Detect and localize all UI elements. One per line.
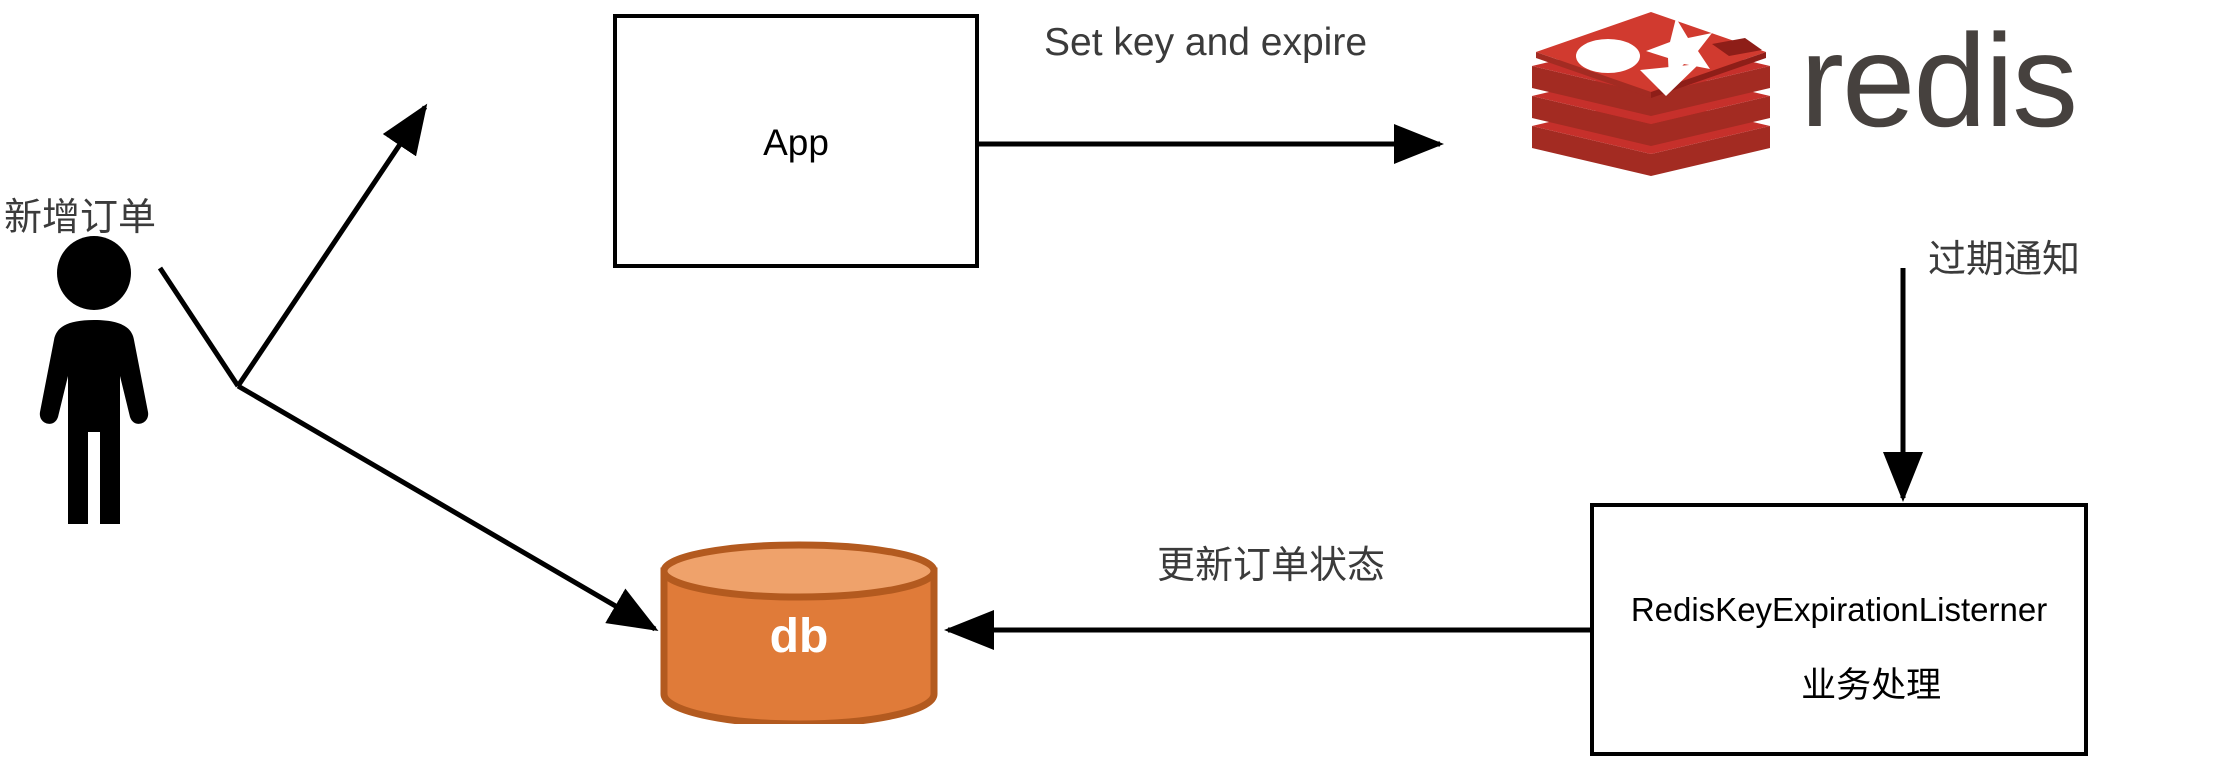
node-app-box[interactable] [613,14,979,268]
redis-wordmark-text: redis [1800,22,2076,152]
edge-label-set-key-and-expire: Set key and expire [1044,21,1368,64]
actor-label-new-order: 新增订单 [4,197,157,239]
actor-figure [30,236,158,524]
edge-actor-to-db [236,383,659,632]
redis-logo-icon [1526,8,1776,178]
edge-actor-to-app [157,103,428,388]
node-listener-box[interactable] [1590,503,2088,756]
edge-label-update-order-status: 更新订单状态 [1157,545,1386,587]
redis-wordmark-logo: redis [1800,7,2220,154]
node-db-cylinder[interactable] [660,541,938,728]
edge-label-expiration-notice: 过期通知 [1928,239,2081,281]
